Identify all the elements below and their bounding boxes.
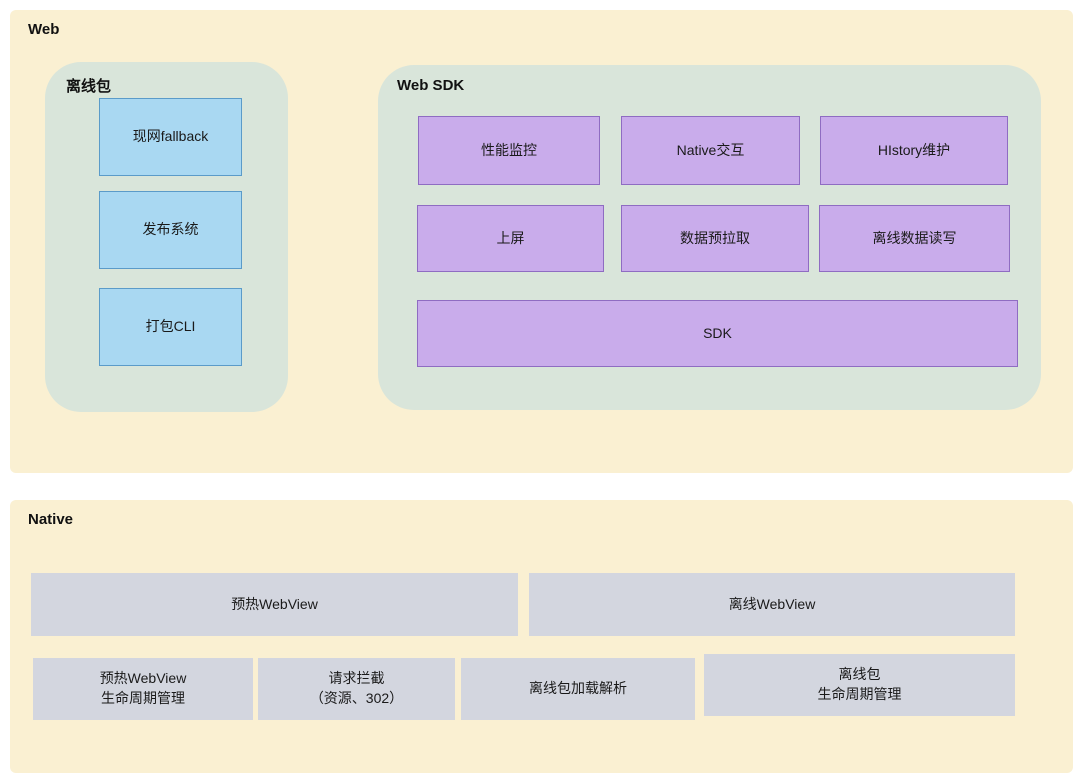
box-offline-package-lifecycle: 离线包 生命周期管理 — [704, 654, 1015, 716]
box-line: （资源、302） — [309, 690, 404, 706]
offline-package-group: 离线包 现网fallback 发布系统 打包CLI — [45, 62, 288, 412]
box-history-maintenance: HIstory维护 — [820, 116, 1008, 185]
box-line: 预热WebView — [99, 670, 187, 687]
box-line: 离线包加载解析 — [529, 680, 627, 697]
box-line: 生命周期管理 — [817, 686, 902, 702]
box-line: 请求拦截 — [328, 670, 385, 687]
box-offline-webview: 离线WebView — [529, 573, 1015, 636]
box-offline-data-rw: 离线数据读写 — [819, 205, 1010, 272]
web-section: Web 离线包 现网fallback 发布系统 打包CLI Web SDK 性能… — [10, 10, 1073, 473]
box-data-prefetch: 数据预拉取 — [621, 205, 809, 272]
box-request-intercept: 请求拦截 （资源、302） — [258, 658, 455, 720]
box-line: 生命周期管理 — [101, 690, 185, 706]
web-sdk-group: Web SDK 性能监控 Native交互 HIstory维护 上屏 数据预拉取… — [378, 65, 1041, 410]
box-sdk: SDK — [417, 300, 1018, 367]
box-live-fallback: 现网fallback — [99, 98, 242, 176]
box-render-to-screen: 上屏 — [417, 205, 604, 272]
native-section: Native 预热WebView 离线WebView 预热WebView 生命周… — [10, 500, 1073, 773]
native-section-label: Native — [28, 511, 74, 528]
box-performance-monitor: 性能监控 — [418, 116, 600, 185]
offline-package-label: 离线包 — [66, 78, 112, 95]
box-line: 离线包 — [838, 666, 881, 683]
box-release-system: 发布系统 — [99, 191, 242, 269]
box-prewarm-lifecycle: 预热WebView 生命周期管理 — [33, 658, 253, 720]
box-prewarm-webview: 预热WebView — [31, 573, 518, 636]
web-section-label: Web — [28, 21, 60, 38]
box-offline-package-load-parse: 离线包加载解析 — [461, 658, 695, 720]
box-native-interaction: Native交互 — [621, 116, 800, 185]
web-sdk-label: Web SDK — [397, 77, 465, 94]
box-package-cli: 打包CLI — [99, 288, 242, 366]
